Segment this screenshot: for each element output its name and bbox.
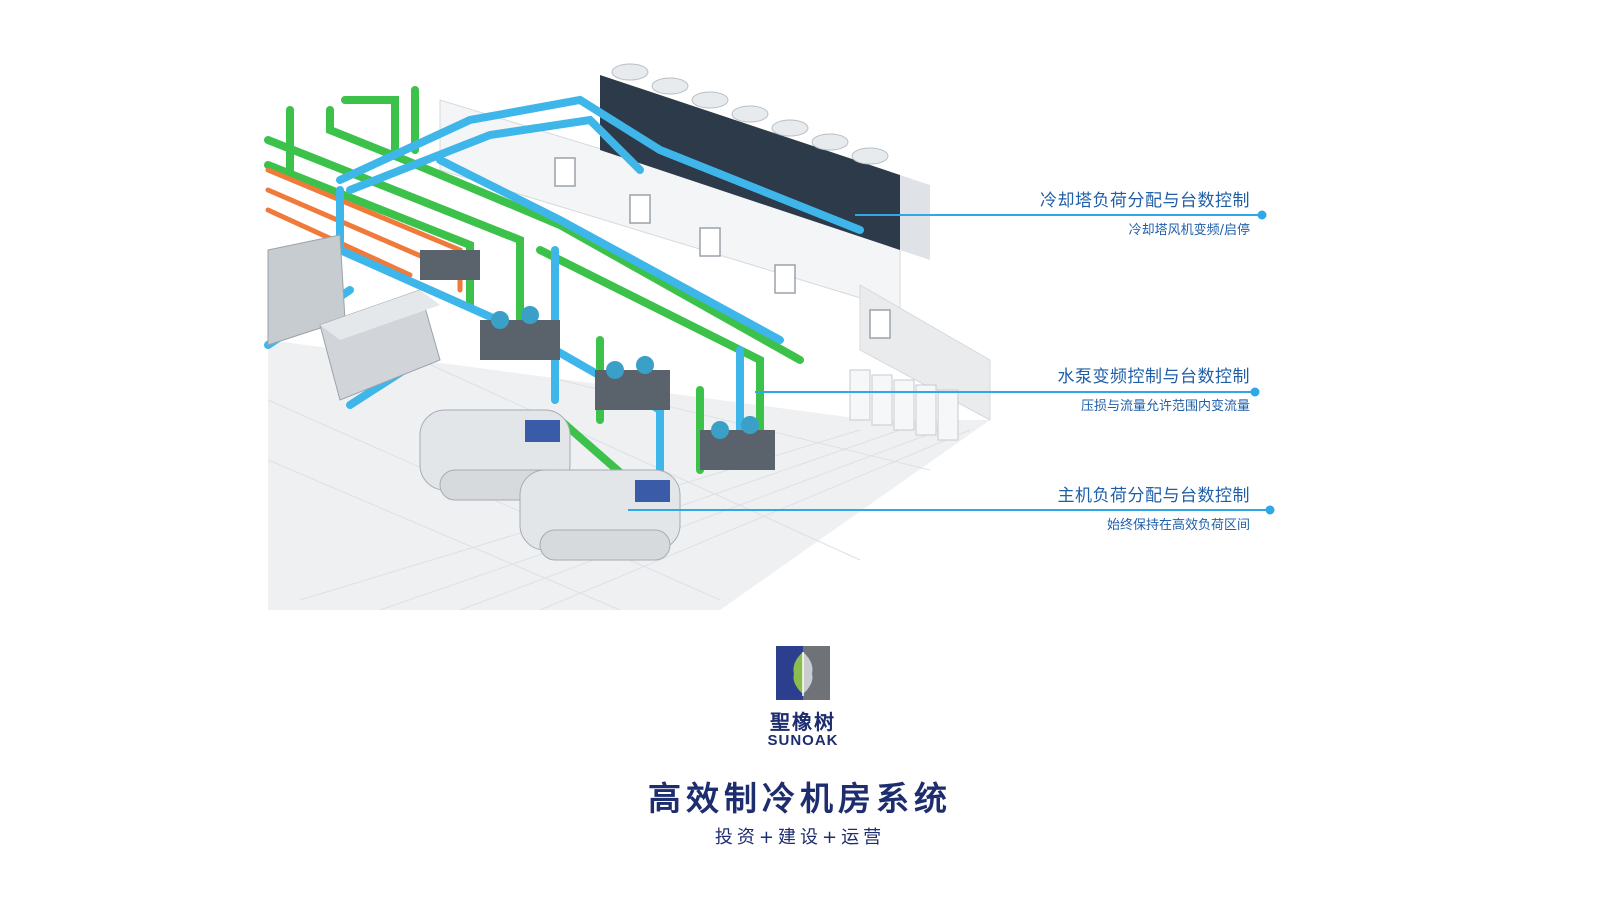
wall-windows (554, 157, 891, 339)
sunoak-leaf-logo-icon (776, 646, 830, 700)
absorption-chillers (267, 234, 441, 401)
page-title: 高效制冷机房系统 (648, 779, 952, 818)
callout-water-pump-title: 水泵变频控制与台数控制 (1057, 367, 1250, 387)
page-subtitle: 投资+建设+运营 (714, 827, 886, 848)
brand-name-en: SUNOAK (767, 732, 839, 749)
callout-water-pump: 水泵变频控制与台数控制 压损与流量允许范围内变流量 (1058, 362, 1251, 414)
brand-name-cn: 聖橡树 (770, 710, 836, 734)
callout-chiller-title: 主机负荷分配与台数控制 (1057, 486, 1250, 506)
callout-lines (628, 210, 1275, 515)
callout-cooling-tower: 冷却塔负荷分配与台数控制 冷却塔风机变频/启停 (1040, 186, 1250, 238)
callout-chiller: 主机负荷分配与台数控制 始终保持在高效负荷区间 (1058, 481, 1251, 533)
right-wall (859, 284, 991, 421)
centrifugal-chillers (419, 409, 681, 561)
callout-chiller-subtitle: 始终保持在高效负荷区间 (1106, 518, 1250, 533)
callout-water-pump-subtitle: 压损与流量允许范围内变流量 (1080, 399, 1250, 414)
cooling-tower-bank (600, 63, 930, 260)
callout-cooling-tower-title: 冷却塔负荷分配与台数控制 (1040, 191, 1250, 211)
callout-cooling-tower-subtitle: 冷却塔风机变频/启停 (1128, 223, 1250, 238)
pump-skids (420, 250, 775, 470)
